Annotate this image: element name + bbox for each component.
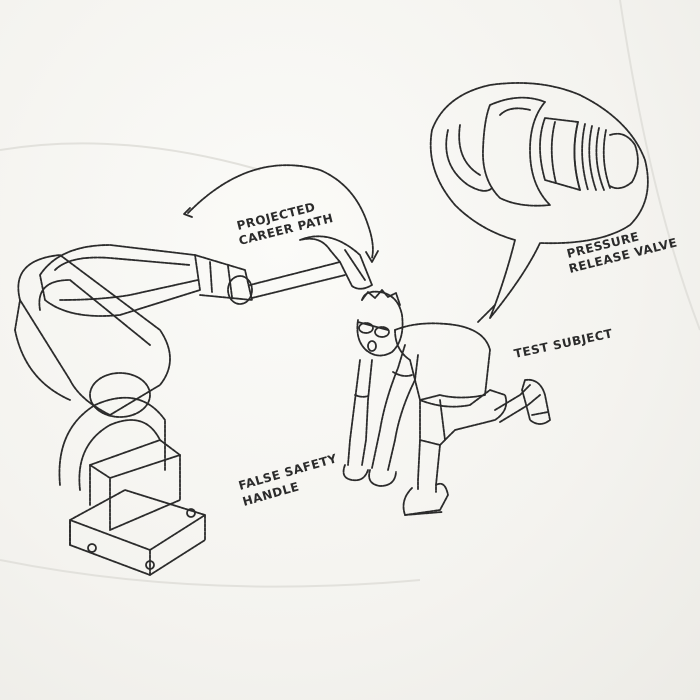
career-path-arrow	[183, 164, 379, 263]
test-subject-figure	[342, 289, 551, 516]
annotation-labels: PROJECTED CAREER PATH PRESSURE RELEASE V…	[235, 200, 678, 509]
robot-arm	[14, 235, 373, 576]
test-subject-label: TEST SUBJECT	[513, 326, 615, 361]
pressure-valve-callout	[429, 82, 649, 319]
fabric-wrinkles	[0, 0, 700, 588]
